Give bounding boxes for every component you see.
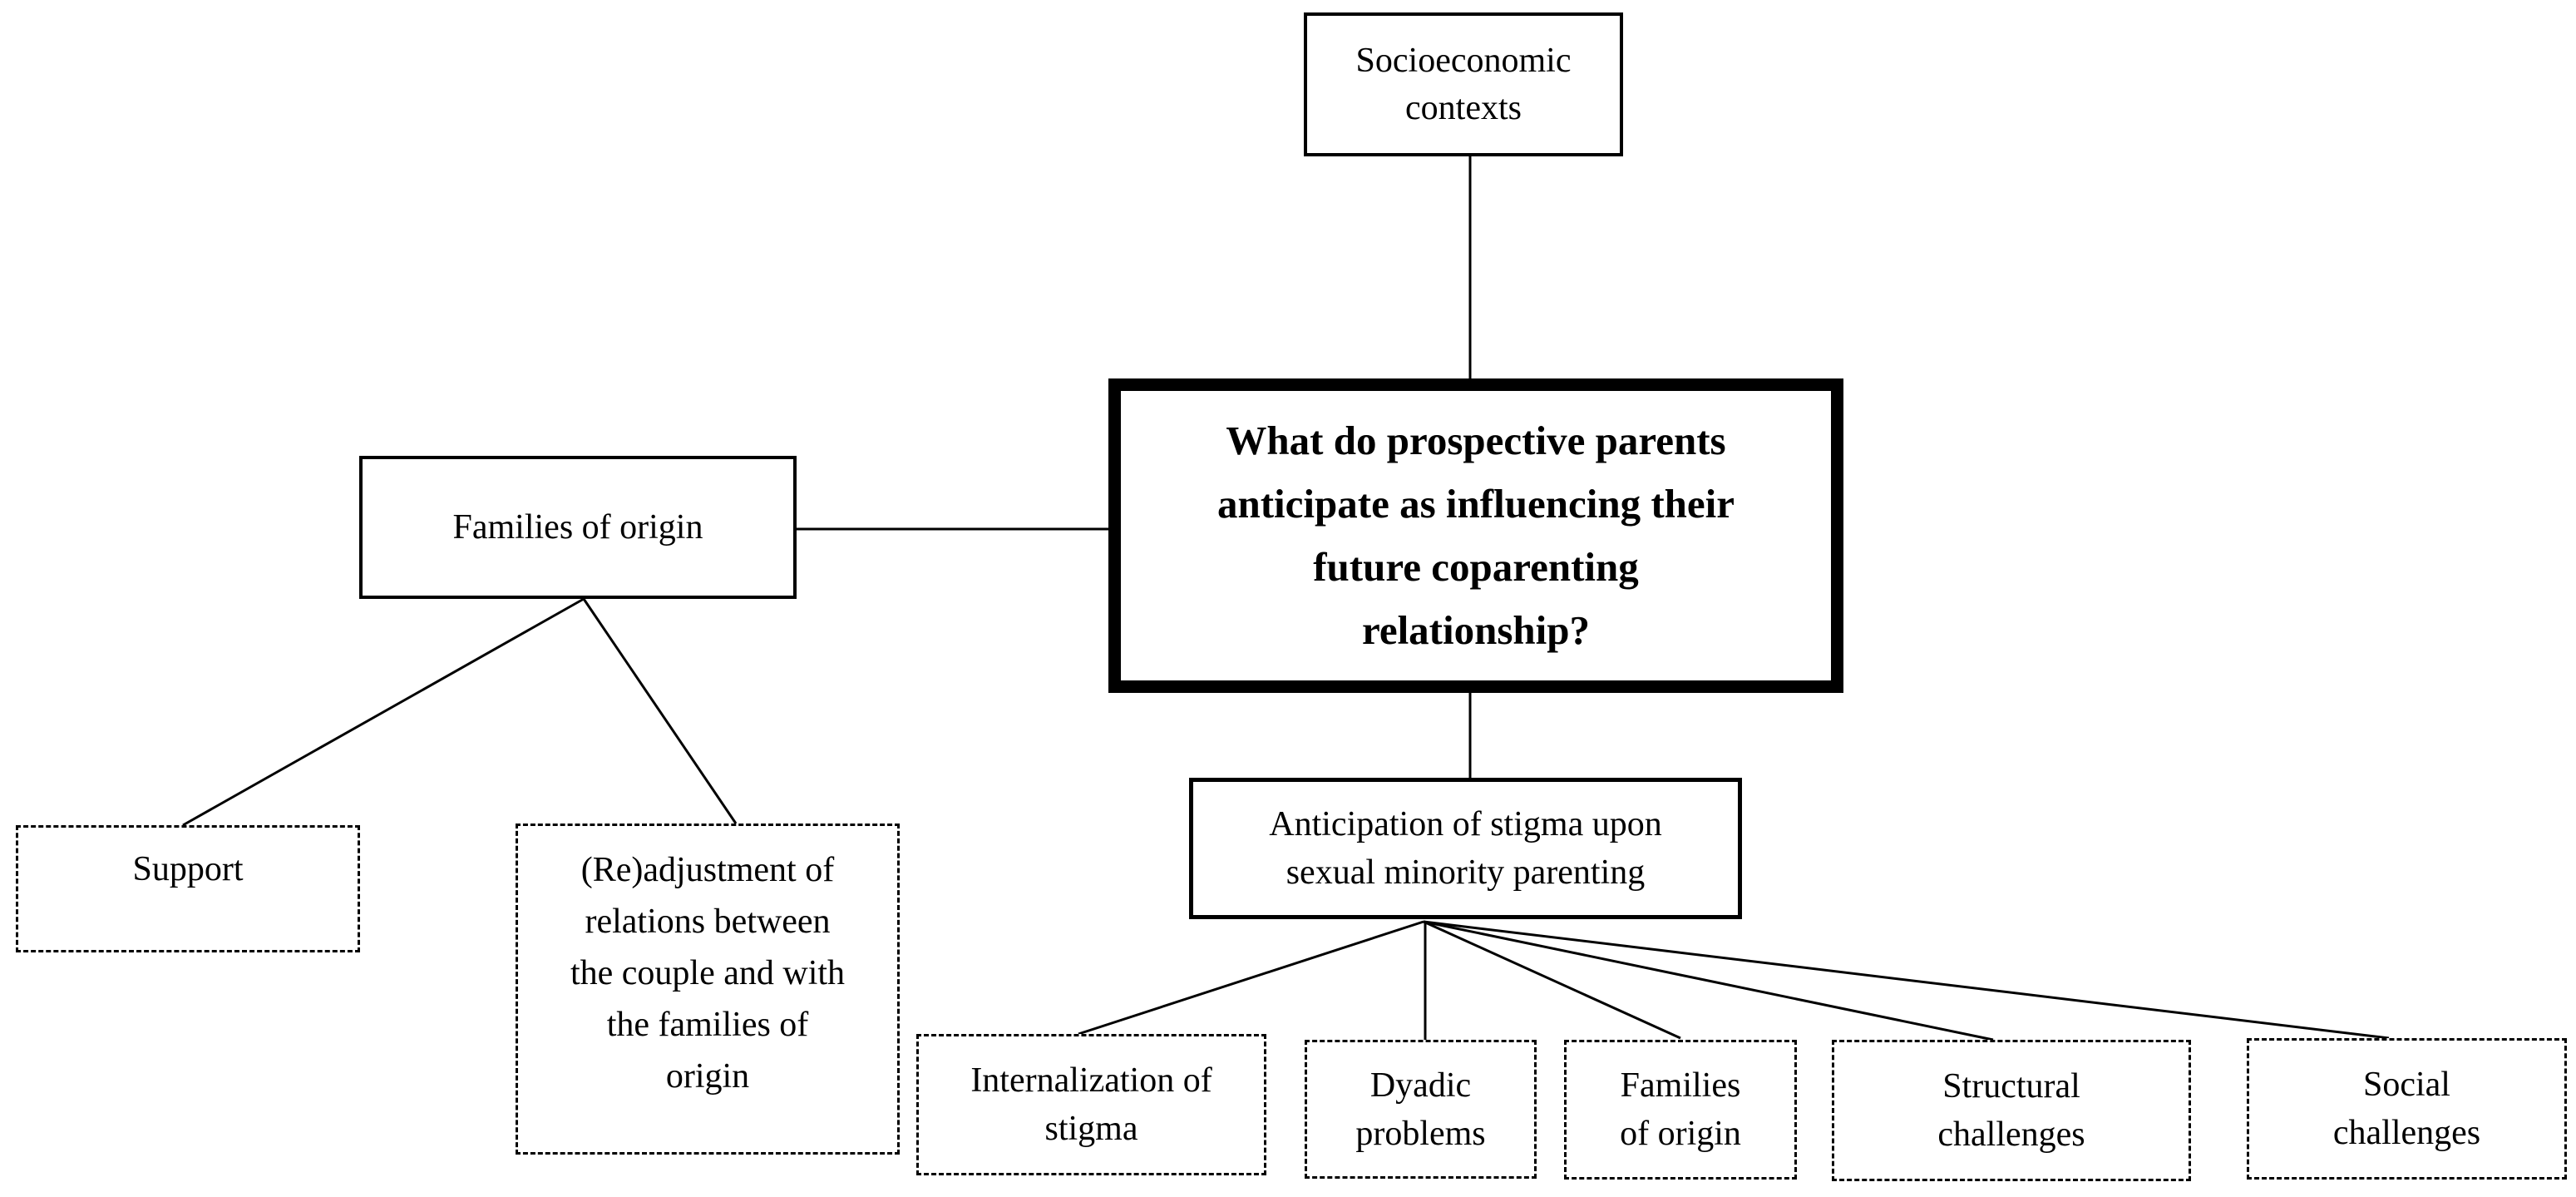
node-families-of-origin-bottom: Families of origin	[1564, 1040, 1797, 1180]
node-label-line: origin	[665, 1057, 750, 1096]
node-label-line: Internalization of	[970, 1061, 1212, 1100]
node-social-challenges: Social challenges	[2247, 1038, 2567, 1180]
node-label-line: What do prospective parents	[1226, 418, 1726, 463]
node-anticipation-of-stigma: Anticipation of stigma upon sexual minor…	[1189, 778, 1742, 919]
node-label-line: of origin	[1620, 1115, 1741, 1153]
node-readjustment-of-relations: (Re)adjustment of relations between the …	[516, 824, 900, 1155]
node-label-line: sexual minority parenting	[1286, 853, 1646, 892]
node-label-line: the families of	[606, 1006, 809, 1044]
node-label-line: contexts	[1405, 88, 1522, 127]
edge-anticipation-to-structural	[1423, 920, 1994, 1041]
node-label-line: Dyadic	[1369, 1066, 1472, 1105]
node-label-line: Social	[2363, 1066, 2450, 1104]
node-dyadic-problems: Dyadic problems	[1305, 1040, 1537, 1179]
node-label-line: (Re)adjustment of	[580, 851, 835, 889]
edge-anticipation-to-families-bottom	[1423, 920, 1681, 1040]
node-label-line: Socioeconomic	[1355, 41, 1572, 80]
node-support: Support	[16, 825, 360, 952]
node-socioeconomic-contexts: Socioeconomic contexts	[1304, 12, 1623, 156]
edge-families-to-readjustment	[582, 598, 738, 824]
node-internalization-of-stigma: Internalization of stigma	[916, 1034, 1266, 1175]
node-label-line: Support	[132, 850, 244, 888]
node-label-line: relations between	[585, 903, 831, 941]
node-label-line: Families of origin	[452, 508, 703, 547]
node-label-line: future coparenting	[1313, 544, 1639, 590]
node-label-line: anticipate as influencing their	[1216, 481, 1735, 527]
node-central-research-question: What do prospective parents anticipate a…	[1108, 378, 1843, 693]
node-label-line: Families	[1620, 1066, 1741, 1105]
node-label-line: the couple and with	[570, 954, 846, 992]
node-label-line: Anticipation of stigma upon	[1269, 805, 1662, 843]
edge-anticipation-to-social	[1423, 920, 2390, 1040]
node-label-line: stigma	[1044, 1110, 1138, 1148]
edge-families-to-support	[182, 597, 585, 827]
node-families-of-origin: Families of origin	[359, 456, 797, 599]
node-label-line: relationship?	[1361, 607, 1591, 653]
node-label-line: Structural	[1942, 1067, 2080, 1105]
node-label-line: problems	[1355, 1114, 1486, 1153]
node-label-line: challenges	[2332, 1114, 2481, 1152]
edge-anticipation-to-internalization	[1078, 920, 1424, 1036]
node-structural-challenges: Structural challenges	[1832, 1040, 2191, 1181]
node-label-line: challenges	[1937, 1115, 2085, 1154]
